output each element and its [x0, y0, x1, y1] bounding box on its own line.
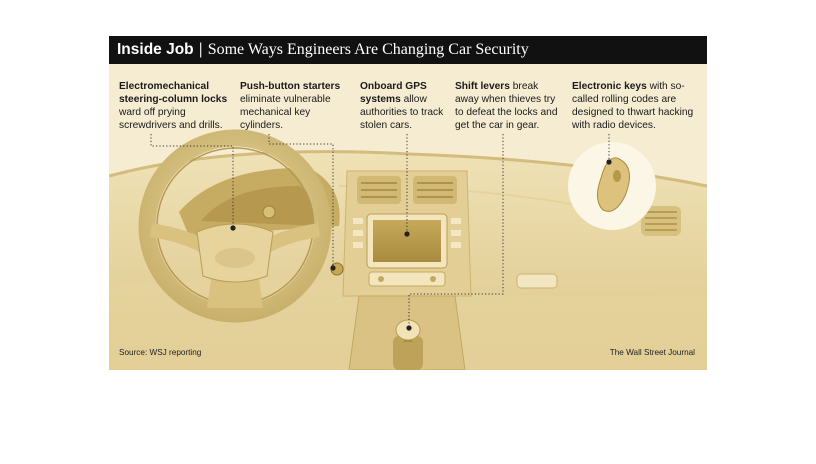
right-air-vent — [641, 206, 681, 236]
glovebox-handle — [516, 273, 558, 289]
header-separator: | — [198, 41, 203, 58]
header-bar: Inside Job|Some Ways Engineers Are Chang… — [109, 36, 707, 64]
header-lead: Inside Job — [117, 41, 194, 58]
steering-wheel — [138, 129, 332, 323]
infographic: Inside Job|Some Ways Engineers Are Chang… — [109, 36, 707, 370]
center-stack — [342, 170, 472, 297]
leader-lines — [150, 134, 610, 328]
credit-note: The Wall Street Journal — [609, 348, 695, 357]
header-subtitle: Some Ways Engineers Are Changing Car Sec… — [207, 41, 529, 58]
callout-shift-lever: Shift levers break away when thieves try… — [455, 81, 558, 131]
shifter-boot — [393, 336, 423, 370]
car-interior-illustration — [109, 129, 707, 370]
callout-gps: Onboard GPS systems allow authorities to… — [360, 81, 444, 131]
callout-push-button: Push-button starters eliminate vulnerabl… — [240, 81, 341, 131]
callout-steering-lock: Electromechanical steering-column locks … — [119, 81, 228, 131]
key-fob-callout — [568, 142, 656, 230]
electronic-key-fob — [597, 157, 630, 212]
callout-electronic-key: Electronic keys with so-called rolling c… — [572, 81, 694, 131]
source-note: Source: WSJ reporting — [119, 348, 202, 357]
cluster-gauge — [262, 205, 276, 219]
